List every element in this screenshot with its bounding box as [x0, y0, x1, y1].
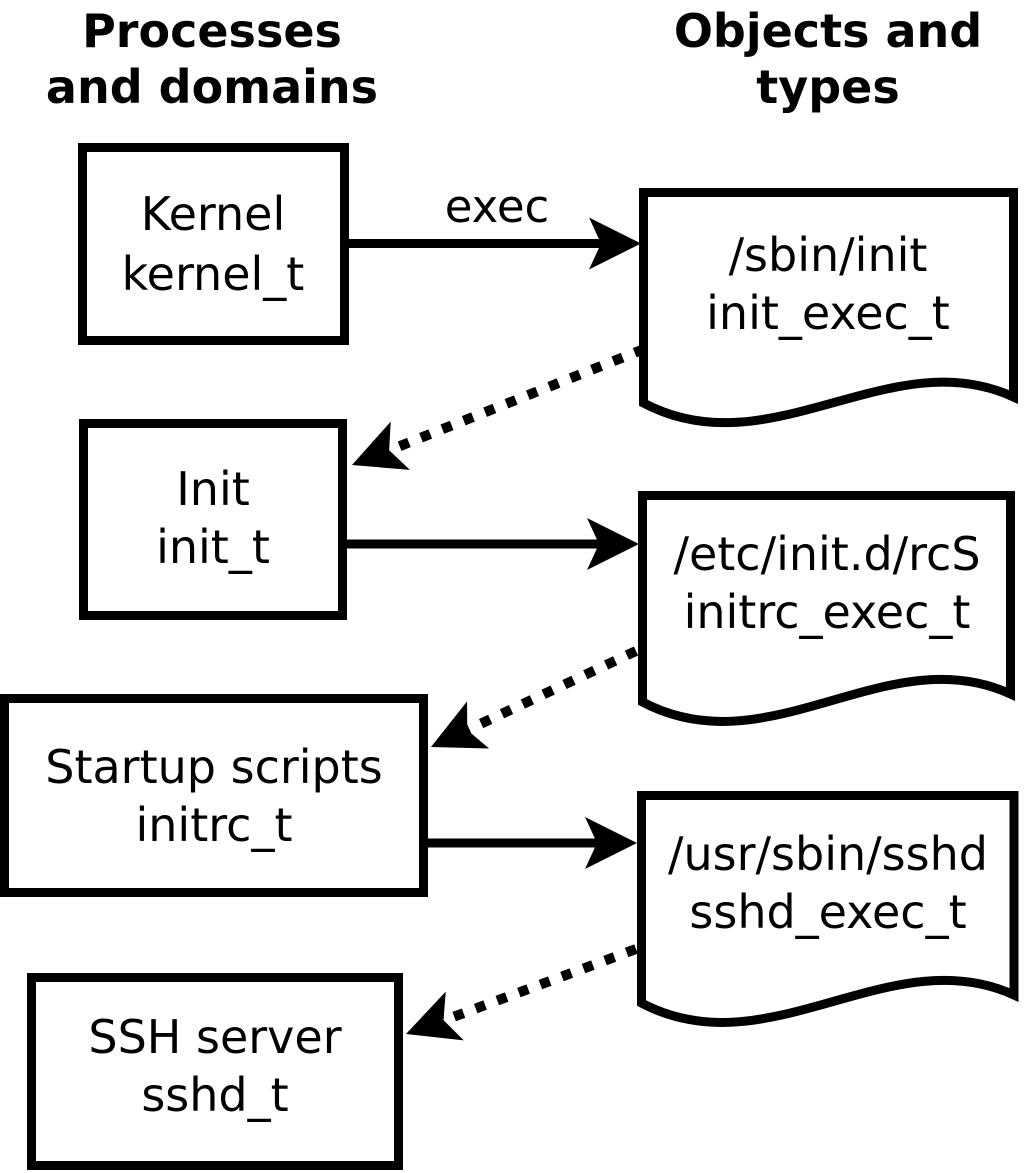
object-doc-sbin-init: /sbin/init init_exec_t: [639, 188, 1018, 428]
process-name-label: Init: [176, 462, 250, 516]
process-rect: [27, 973, 403, 1170]
process-box-startup-scripts: Startup scripts initrc_t: [0, 694, 428, 897]
object-type-label: initrc_exec_t: [684, 585, 971, 639]
document-shape: [637, 791, 1019, 1027]
transition-arrow-sshdexec-to-sshd: [406, 944, 638, 1041]
transition-arrow-initrcexec-to-initrc: [431, 646, 639, 749]
arrowhead-icon: [352, 421, 410, 470]
object-doc-usr-sbin-sshd: /usr/sbin/sshd sshd_exec_t: [637, 791, 1019, 1027]
process-rect: [0, 694, 428, 897]
column-header-objects: Objects and types: [674, 4, 982, 114]
object-path-label: /usr/sbin/sshd: [668, 827, 988, 881]
dotted-arrow-line: [383, 344, 646, 457]
process-domain-label: sshd_t: [141, 1068, 288, 1122]
process-rect: [78, 143, 349, 345]
process-name-label: Startup scripts: [45, 740, 383, 794]
arrowhead-icon: [406, 991, 464, 1041]
process-domain-label: kernel_t: [122, 247, 305, 301]
process-name-label: Kernel: [141, 187, 286, 241]
object-type-label: sshd_exec_t: [689, 885, 966, 939]
object-doc-etc-initd-rcs: /etc/init.d/rcS initrc_exec_t: [638, 491, 1015, 726]
dotted-arrow-line: [458, 646, 639, 738]
column-header-processes: Processes and domains: [46, 4, 378, 114]
process-box-init: Init init_t: [79, 419, 347, 620]
arrowhead-icon: [585, 817, 637, 869]
arrowhead-icon: [589, 217, 641, 270]
exec-arrow-init-to-rcs: [347, 518, 639, 570]
arrowhead-icon: [431, 701, 490, 749]
process-box-kernel: Kernel kernel_t: [78, 143, 349, 345]
object-path-label: /sbin/init: [729, 228, 928, 282]
exec-arrow-kernel-to-sbin-init: exec: [349, 180, 641, 270]
document-shape: [639, 188, 1018, 428]
arrowhead-icon: [587, 518, 639, 570]
process-domain-label: initrc_t: [136, 798, 293, 852]
exec-label: exec: [445, 180, 550, 233]
header-processes-line2: and domains: [46, 60, 378, 114]
object-type-label: init_exec_t: [706, 286, 950, 340]
header-objects-line2: types: [756, 60, 899, 114]
exec-arrow-initrc-to-sshd: [428, 817, 637, 869]
object-path-label: /etc/init.d/rcS: [673, 527, 980, 581]
process-rect: [79, 419, 347, 620]
transition-arrow-initexec-to-init: [352, 344, 646, 470]
process-name-label: SSH server: [88, 1010, 341, 1064]
process-box-ssh-server: SSH server sshd_t: [27, 973, 403, 1170]
process-domain-label: init_t: [156, 520, 270, 574]
header-objects-line1: Objects and: [674, 4, 982, 58]
header-processes-line1: Processes: [82, 4, 342, 58]
document-shape: [638, 491, 1015, 726]
dotted-arrow-line: [435, 944, 638, 1028]
